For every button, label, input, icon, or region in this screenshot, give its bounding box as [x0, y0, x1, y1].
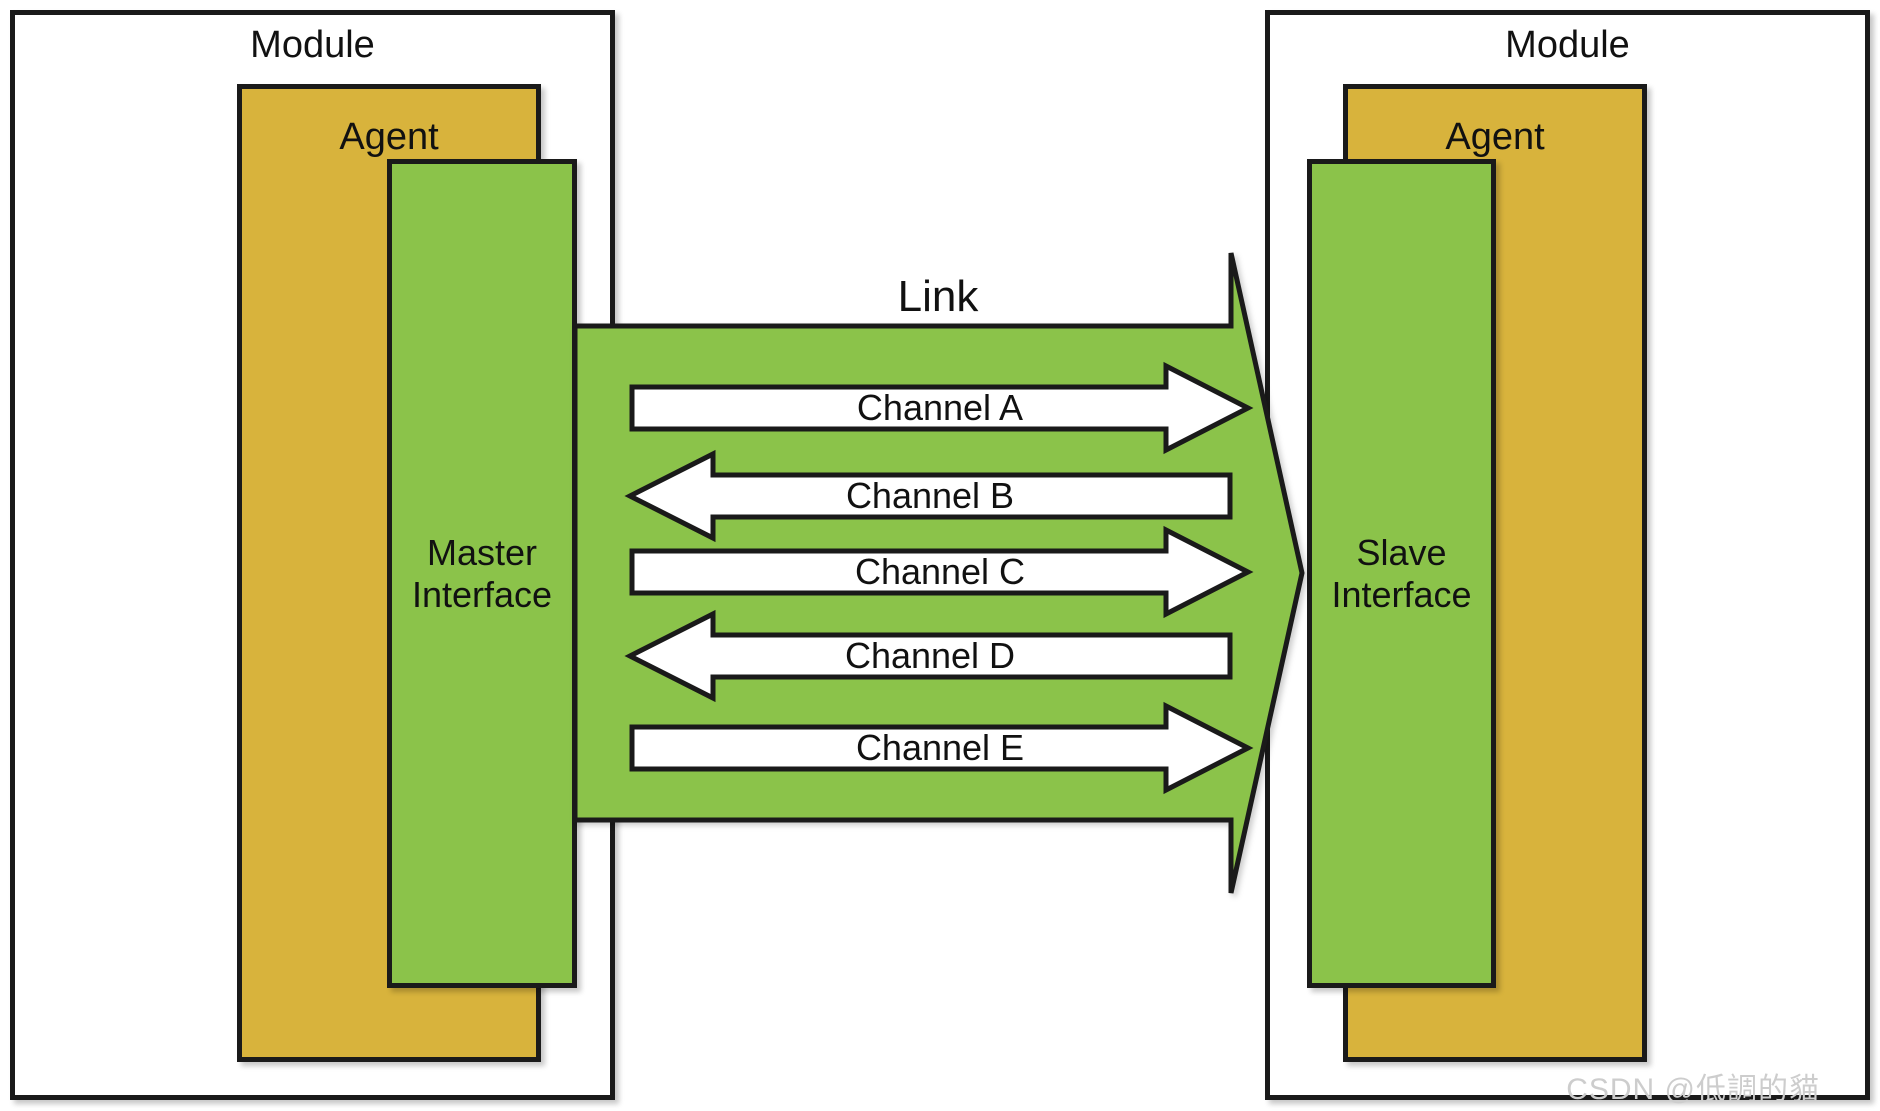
slave-interface-line1: Slave — [1356, 531, 1447, 573]
channel-b-label: Channel B — [845, 475, 1015, 516]
channel-a-label: Channel A — [856, 387, 1024, 428]
master-interface-line2: Interface — [411, 573, 553, 615]
left-agent-title: Agent — [339, 116, 439, 158]
master-interface-line1: Master — [426, 531, 538, 573]
slave-interface-line2: Interface — [1331, 573, 1472, 615]
master-interface-box: Master Interface — [387, 159, 577, 988]
slave-interface-label: Slave Interface — [1331, 532, 1471, 616]
right-module-title: Module — [1505, 24, 1630, 66]
channel-c-label: Channel C — [854, 551, 1026, 592]
slave-interface-box: Slave Interface — [1307, 159, 1496, 988]
master-interface-label: Master Interface — [412, 532, 552, 616]
watermark: CSDN @低調的貓 — [1566, 1073, 1820, 1106]
left-module-title: Module — [250, 24, 375, 66]
right-agent-title: Agent — [1445, 116, 1545, 158]
channel-e-label: Channel E — [855, 727, 1025, 768]
channel-d-label: Channel D — [844, 635, 1016, 676]
link-label: Link — [897, 272, 979, 321]
